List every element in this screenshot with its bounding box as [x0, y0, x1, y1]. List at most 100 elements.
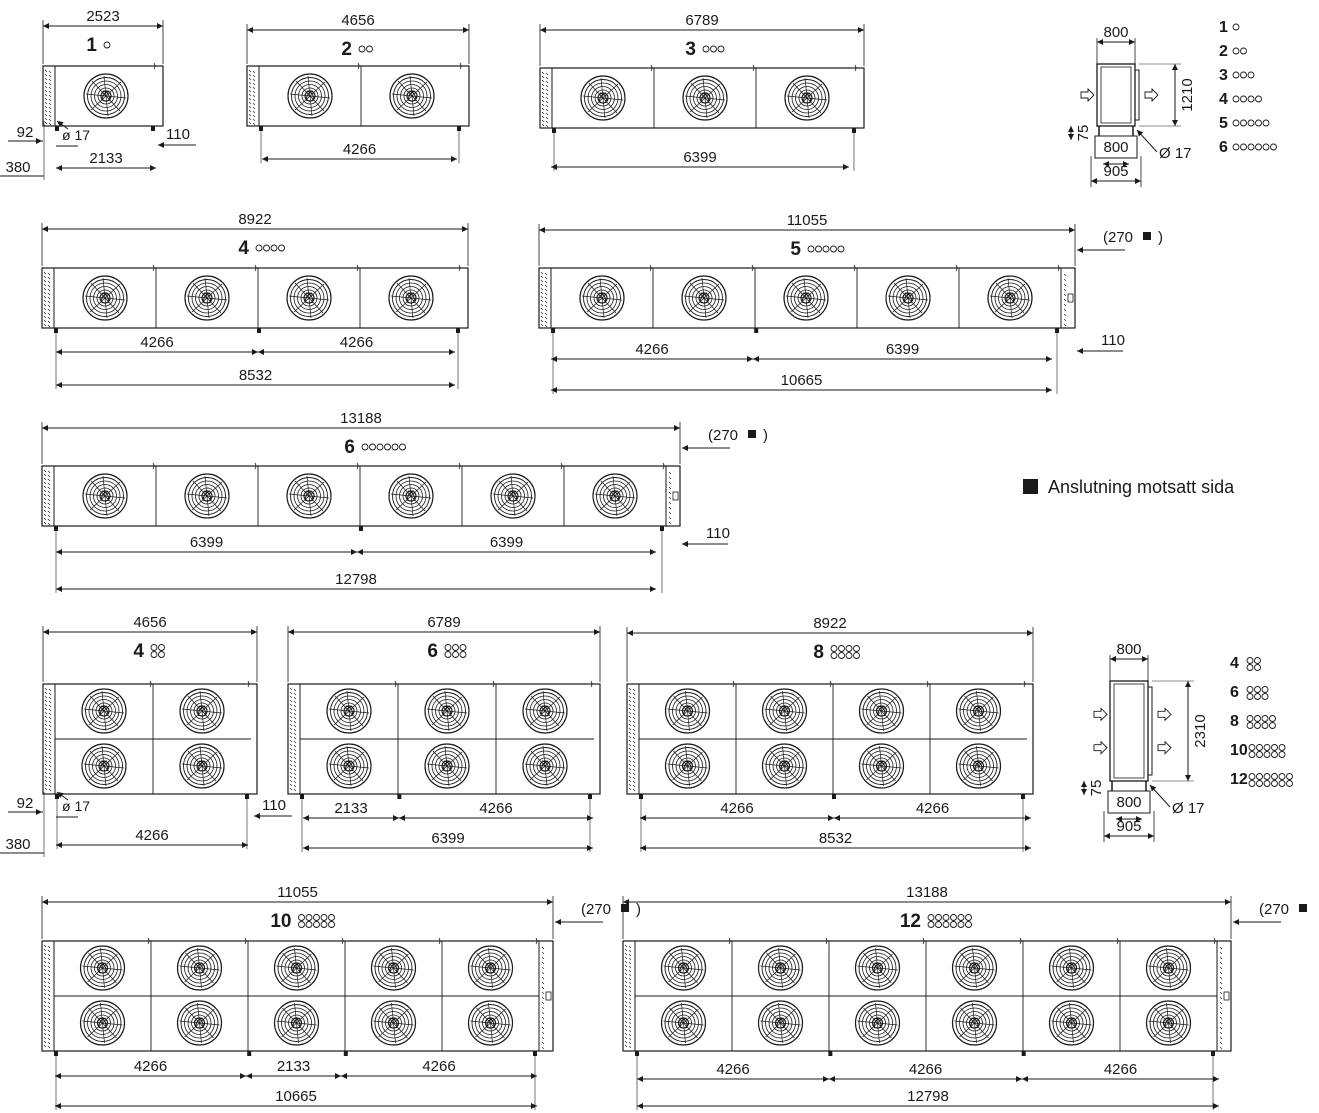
fan-icon — [286, 473, 332, 519]
airflow-arrow-icon — [1080, 87, 1095, 103]
unit-u1-fan-symbols-dot — [103, 41, 111, 49]
unit-d4-leg-dim-0-value: 4266 — [135, 827, 168, 844]
unit-u4-leg-dim-1: 4266 — [258, 334, 455, 355]
model-legend-double-12-symbols-dot — [1256, 773, 1263, 780]
fan-icon — [579, 275, 625, 321]
fan-icon — [287, 73, 333, 119]
model-legend-single-6-symbols-dot — [1247, 143, 1255, 151]
unit-u5-inner-dim: 10665 — [551, 372, 1052, 393]
model-legend-double-6: 6 — [1230, 684, 1239, 701]
model-legend-single-5-symbols-dot — [1240, 119, 1247, 127]
model-legend-double-8-symbols-dot — [1269, 722, 1276, 729]
fan-icon — [858, 688, 905, 734]
unit-d10-fan-symbols-dot — [298, 921, 305, 928]
unit-d12-leg-dim-2: 4266 — [1022, 1061, 1219, 1082]
unit-d12-fan-symbols-dot — [942, 914, 950, 921]
model-legend-single-3-symbols-dot — [1232, 71, 1240, 79]
unit-d4-foot-offset: 92 — [17, 795, 34, 812]
unit-d12-inner-dim: 12798 — [637, 1088, 1219, 1109]
model-legend-double-8-symbols-dot — [1254, 722, 1261, 729]
unit-d8-fan-symbols-dot — [830, 652, 838, 659]
unit-d10-fan-symbols-dot — [320, 914, 328, 921]
unit-d8-overall-dim-value: 8922 — [813, 615, 846, 632]
unit-d10-fan-symbols-dot — [305, 914, 313, 921]
unit-u4-fan-symbols-dot — [270, 244, 278, 252]
unit-d8-fan-symbols-dot — [853, 645, 860, 652]
model-legend-single-6-symbols-dot — [1232, 143, 1240, 151]
unit-d10-foot — [247, 1051, 252, 1056]
unit-d10-fan-symbols-dot — [313, 921, 320, 928]
model-legend-single-4: 4 — [1219, 91, 1228, 108]
unit-d8-fan-symbols-dot — [853, 652, 860, 659]
model-legend-single-5-symbols — [1232, 119, 1270, 127]
unit-d6-coil — [289, 684, 301, 794]
model-legend-double-6-symbols — [1246, 686, 1269, 700]
unit-d10-leg-dim-1-value: 2133 — [277, 1058, 310, 1075]
unit-u6-lifting-lug — [152, 462, 155, 470]
unit-u5-coil — [540, 268, 552, 328]
model-legend-single-3-symbols-dot — [1240, 71, 1247, 79]
unit-u5-leg-dim-0: 4266 — [551, 341, 753, 362]
unit-u4-leg-dim-1-value: 4266 — [340, 334, 373, 351]
fan-icon — [326, 743, 372, 789]
side-1-fan-plate — [1134, 69, 1140, 121]
fan-icon — [490, 473, 536, 519]
fan-icon — [1048, 945, 1095, 991]
side-2-base-frame — [1107, 790, 1151, 814]
side-1-base-frame — [1094, 135, 1138, 159]
model-legend-double-10-symbols-dot — [1256, 744, 1263, 751]
fan-icon — [286, 275, 332, 321]
unit-u4-fan-symbols — [255, 244, 285, 252]
model-legend-double-12-symbols-dot — [1278, 773, 1286, 780]
model-legend-double-12-symbols-dot — [1278, 780, 1286, 787]
unit-u4-leg-dim-0-value: 4266 — [140, 334, 173, 351]
unit-d12-fan-symbols-dot — [957, 921, 965, 928]
side-2-depth-dim-value: 800 — [1116, 641, 1141, 658]
unit-d12-connection-port — [1223, 991, 1230, 1001]
unit-d8-overall-dim: 8922 — [626, 615, 1034, 682]
unit-d4-casing — [42, 683, 258, 795]
airflow-arrow-icon — [1144, 87, 1159, 103]
unit-u6-casing — [41, 465, 681, 527]
unit-d10-opposite-marker — [621, 904, 629, 912]
model-legend-double-10-symbols-dot — [1263, 751, 1271, 758]
unit-d12-opposite-marker — [1299, 904, 1307, 912]
unit-d10-overall-dim: 11055 — [41, 884, 554, 939]
model-legend-double-10-symbols-dot — [1248, 751, 1256, 758]
model-legend-single-5: 5 — [1219, 115, 1228, 132]
unit-d12-leg-dim-1-value: 4266 — [909, 1061, 942, 1078]
unit-u6-fan-symbols — [361, 443, 406, 451]
unit-d12-fan-symbols-dot — [950, 914, 957, 921]
unit-u4-foot — [257, 328, 261, 333]
fan-icon — [987, 275, 1033, 321]
fan-icon — [388, 473, 434, 519]
fan-icon — [370, 1000, 417, 1046]
unit-u4-overall-dim: 8922 — [41, 211, 469, 266]
unit-u4-fan-symbols-dot — [263, 244, 270, 252]
unit-u6-label: 6 — [344, 437, 355, 458]
unit-u4-fan-symbols-dot — [255, 244, 263, 252]
unit-u6-foot — [54, 526, 58, 531]
unit-u3-casing — [539, 67, 865, 129]
fan-icon — [951, 945, 998, 991]
side-1-depth-dim-value: 800 — [1103, 24, 1128, 41]
model-legend-double-8-symbols-dot — [1246, 715, 1254, 722]
side-2-base-value: 800 — [1116, 794, 1141, 811]
unit-d6-leg-dim-1: 4266 — [399, 800, 593, 821]
unit-d12-leg-dim-2-value: 4266 — [1104, 1061, 1137, 1078]
model-legend-double-10-symbols — [1248, 744, 1286, 758]
unit-d6-foot — [588, 794, 592, 799]
unit-u5-connection-box — [1060, 268, 1074, 328]
unit-u5-opposite-marker — [1143, 232, 1151, 240]
unit-u5-fan-symbols — [807, 245, 845, 253]
unit-d6-leg-dim-0: 2133 — [303, 800, 399, 821]
airflow-arrow-icon — [1157, 707, 1172, 722]
unit-u6-fan-symbols-dot — [369, 443, 376, 451]
model-legend-double-12: 12 — [1230, 771, 1248, 788]
unit-d6-leg-dim-1-value: 4266 — [479, 800, 512, 817]
unit-d12-lifting-lug — [728, 937, 731, 945]
unit-u5-lifting-lug — [751, 264, 754, 272]
fan-icon — [885, 275, 931, 321]
